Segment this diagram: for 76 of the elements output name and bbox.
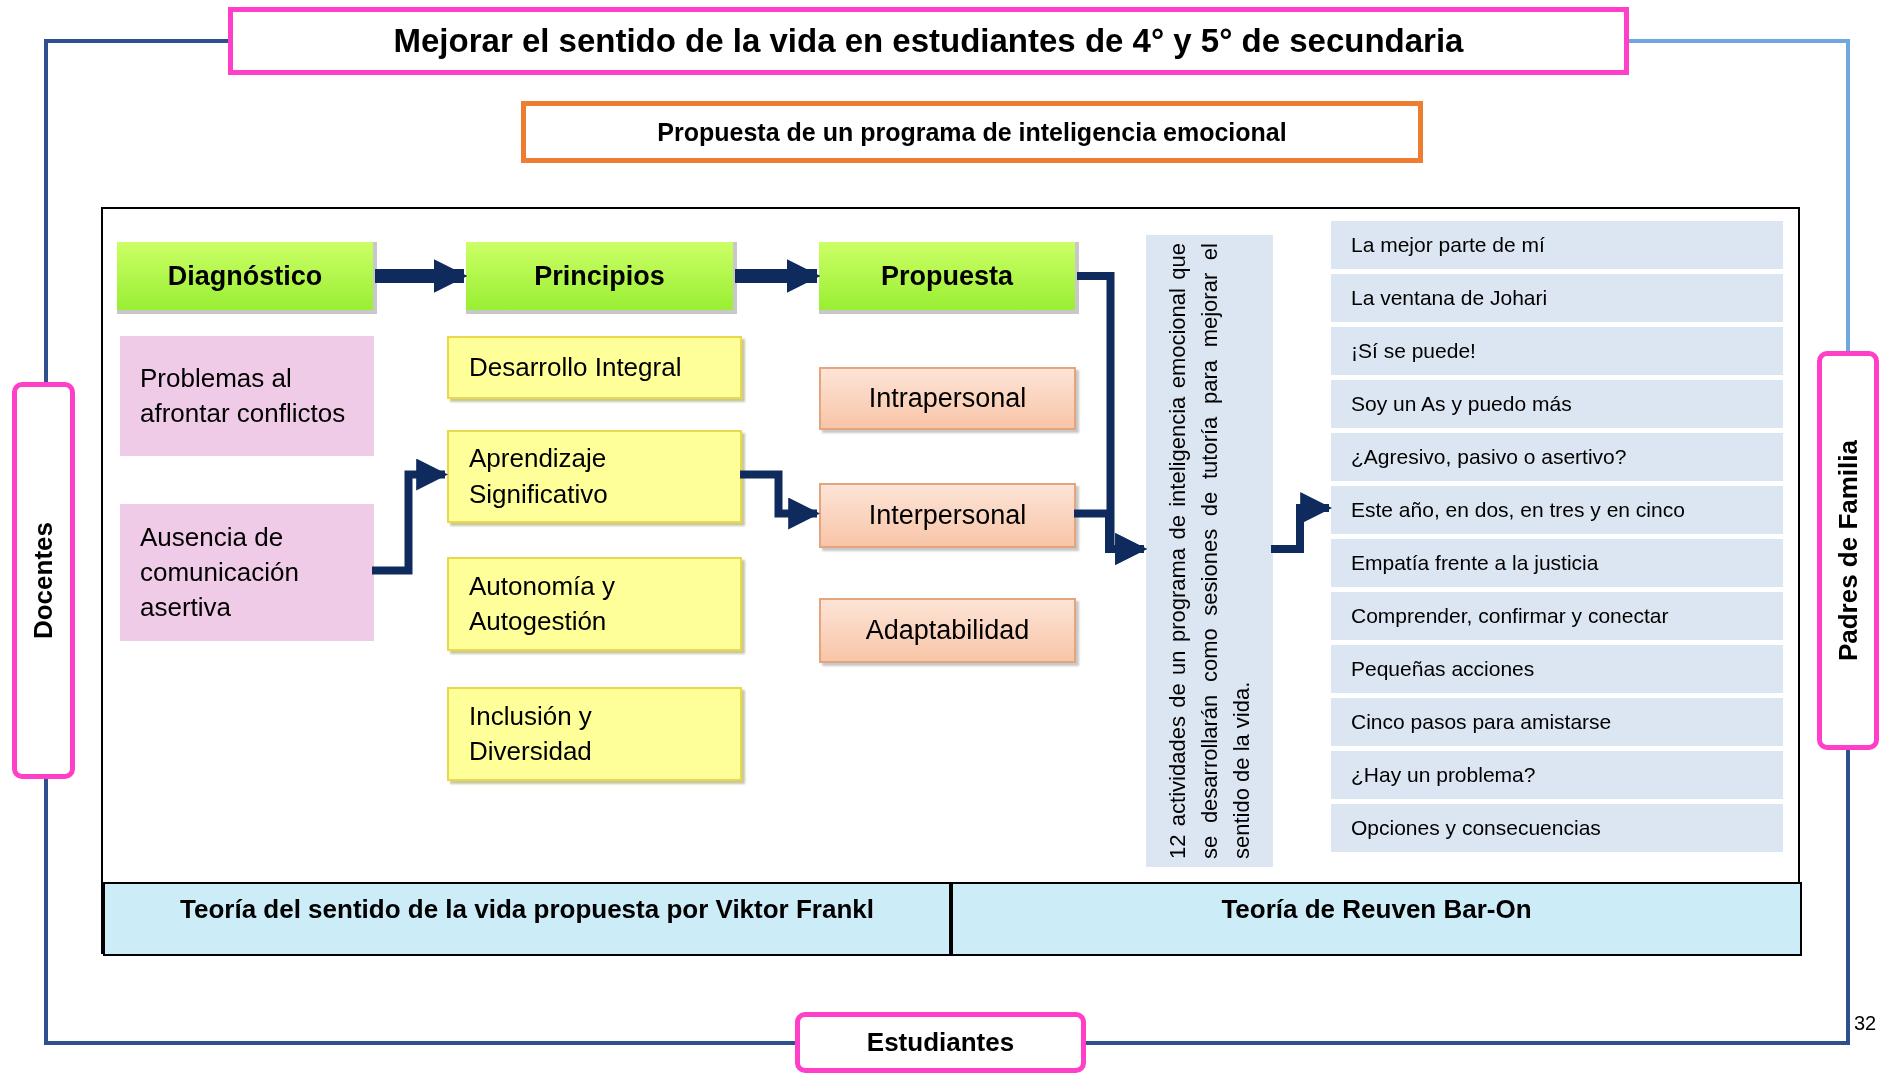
dimension-box <box>819 367 1076 430</box>
box-label: Principios <box>534 260 665 292</box>
box-label: ¿Agresivo, pasivo o asertivo? <box>1351 445 1627 469</box>
box-label: Teoría del sentido de la vida propuesta por Viktor Frankl <box>180 894 874 925</box>
box-label: La mejor parte de mí <box>1351 233 1545 257</box>
problem-box <box>120 336 374 456</box>
activity-box <box>1331 592 1783 640</box>
activity-box <box>1331 539 1783 587</box>
activity-box <box>1331 751 1783 799</box>
box-label: Cinco pasos para amistarse <box>1351 710 1612 734</box>
activity-box <box>1331 274 1783 322</box>
box-label: ¿Hay un problema? <box>1351 763 1536 787</box>
principle-box <box>447 430 742 523</box>
stakeholder-box <box>12 382 75 779</box>
dimension-box <box>819 598 1076 663</box>
box-label: Mejorar el sentido de la vida en estudiantes de 4° y 5° de secundaria <box>393 22 1464 60</box>
frame-line <box>44 779 795 1045</box>
box-label: Pequeñas acciones <box>1351 657 1535 681</box>
box-label: Docentes <box>28 521 59 639</box>
arrow <box>375 259 468 293</box>
principle-box <box>447 336 742 399</box>
arrow <box>372 458 449 575</box>
arrow <box>740 470 821 530</box>
header-box <box>117 242 377 314</box>
activity-box <box>1331 804 1783 852</box>
header-box <box>819 242 1079 314</box>
vertical-text: 12 actividades de un programa de inteligencia emocional que se desarrollarán como sesiones de tutoría para mejorar el sentido de la vida. <box>1163 243 1255 859</box>
activity-box <box>1331 221 1783 269</box>
box-label: Estudiantes <box>866 1027 1015 1058</box>
activities-box <box>1146 235 1273 867</box>
box-label: Propuesta de un programa de inteligencia emocional <box>657 117 1287 147</box>
frame-line <box>1086 750 1850 1045</box>
stakeholder-box <box>795 1012 1086 1073</box>
box-label: Desarrollo Integral <box>469 350 682 384</box>
box-label: Ausencia de comunicación asertiva <box>140 520 300 625</box>
box-label: Este año, en dos, en tres y en cinco <box>1351 498 1685 522</box>
dimension-box <box>819 483 1076 548</box>
principle-box <box>447 557 742 651</box>
arrow <box>1271 492 1333 553</box>
box-label: Soy un As y puedo más <box>1351 392 1572 416</box>
frame-line <box>44 39 228 382</box>
activity-box <box>1331 698 1783 746</box>
problem-box <box>120 504 374 641</box>
box-label: Intrapersonal <box>868 383 1027 414</box>
frame-box <box>101 207 1800 954</box>
box-label: Teoría de Reuven Bar-On <box>1221 894 1532 925</box>
subtitle-box <box>521 101 1423 163</box>
activity-box <box>1331 327 1783 375</box>
principle-box <box>447 687 742 781</box>
page-number: 32 <box>1854 1012 1877 1035</box>
box-label: Comprender, confirmar y conectar <box>1351 604 1669 628</box>
theory-box <box>951 882 1802 956</box>
header-box <box>466 242 737 314</box>
box-label: Problemas al afrontar conflictos <box>140 361 347 430</box>
arrow <box>1074 509 1148 565</box>
frame-line <box>1629 39 1850 351</box>
box-label: Empatía frente a la justicia <box>1351 551 1599 575</box>
box-label: Inclusión y Diversidad <box>469 699 593 768</box>
title-box <box>228 7 1629 75</box>
stakeholder-box <box>1817 351 1879 750</box>
box-label: Opciones y consecuencias <box>1351 816 1601 840</box>
box-label: Adaptabilidad <box>865 615 1030 646</box>
box-label: Propuesta <box>880 260 1013 292</box>
box-label: Padres de Familia <box>1832 439 1864 662</box>
activity-box <box>1331 380 1783 428</box>
box-label: La ventana de Johari <box>1351 286 1548 310</box>
box-label: Interpersonal <box>868 500 1027 531</box>
box-label: ¡Sí se puede! <box>1351 339 1476 363</box>
activity-box <box>1331 645 1783 693</box>
theory-box <box>103 882 951 956</box>
arrow <box>735 259 821 293</box>
activity-box <box>1331 486 1783 534</box>
box-label: Autonomía y Autogestión <box>469 569 616 638</box>
box-label: Aprendizaje Significativo <box>469 442 609 511</box>
activity-box <box>1331 433 1783 481</box>
box-label: Diagnóstico <box>167 260 323 292</box>
